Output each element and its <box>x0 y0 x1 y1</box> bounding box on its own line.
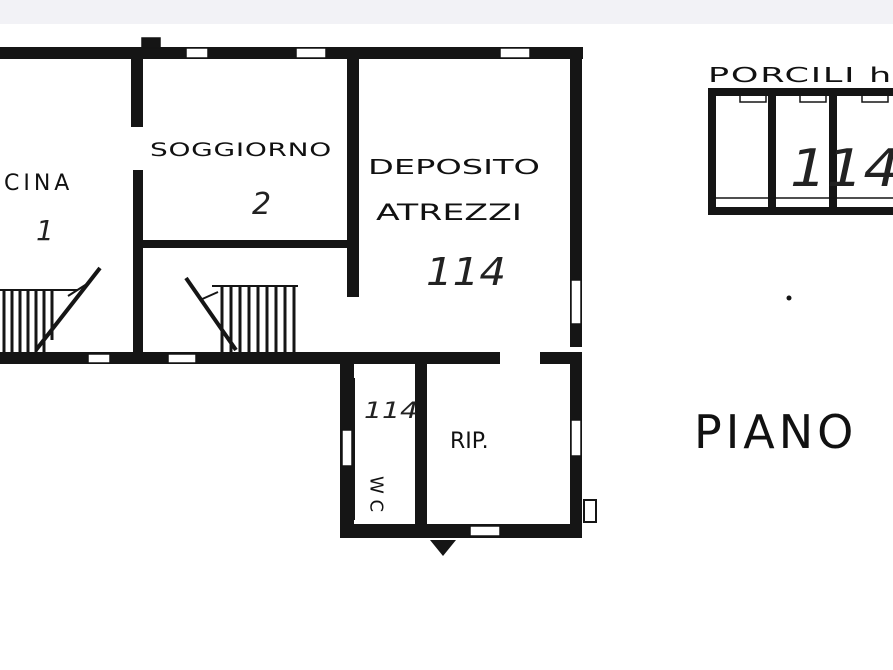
room-number-soggiorno: 2 <box>252 187 271 222</box>
porcili-structure <box>708 88 893 215</box>
stairs-cucina <box>0 266 102 352</box>
room-number-wc: 114 <box>364 399 418 424</box>
floor-label: PIANO <box>694 405 857 459</box>
room-label-rip: RIP. <box>450 429 489 454</box>
room-number-deposito: 114 <box>426 250 506 294</box>
exterior-walls <box>0 47 583 538</box>
room-label-cucina: CINA <box>4 171 73 196</box>
room-number-porcili: 114 <box>790 139 893 199</box>
outdoor-step <box>583 499 597 523</box>
stairs-soggiorno <box>184 276 298 352</box>
viewer-top-strip <box>0 0 893 24</box>
room-label-porcili: PORCILI h <box>708 63 893 87</box>
room-label-deposito-2: ATREZZI <box>376 201 522 226</box>
room-label-soggiorno: SOGGIORNO <box>150 139 332 161</box>
plan-dot <box>786 295 792 301</box>
entrance-arrow <box>430 540 456 556</box>
window-marks <box>87 37 582 537</box>
room-label-wc: W C <box>366 476 387 512</box>
room-label-deposito-1: DEPOSITO <box>368 155 540 179</box>
interior-walls <box>131 47 427 524</box>
room-number-cucina: 1 <box>36 214 54 247</box>
